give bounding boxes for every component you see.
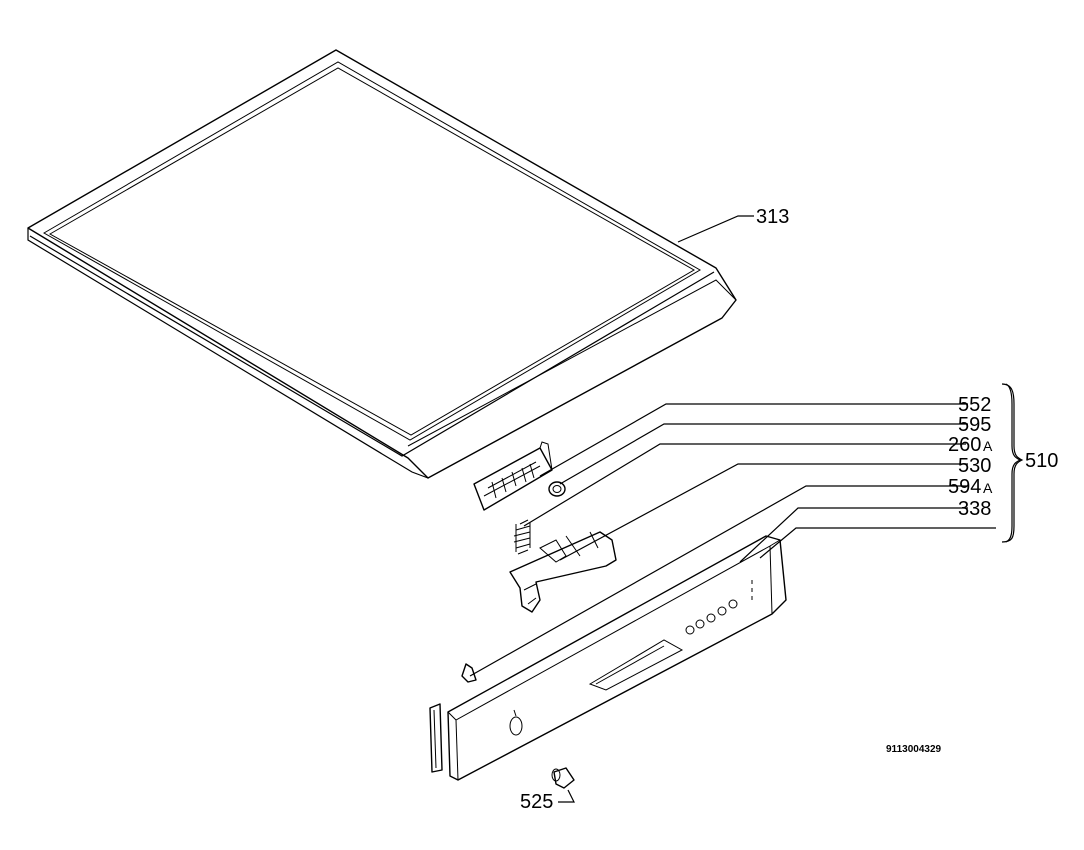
label-595: 595 [958,414,991,436]
drawing-number: 9113004329 [886,744,942,755]
connector-part-552 [473,441,553,511]
label-552: 552 [958,394,991,416]
control-panel-part-338 [447,535,787,781]
label-510: 510 [1025,450,1058,472]
label-260: 260 [948,434,981,456]
lid-part-313 [27,49,737,479]
label-594: 594 [948,476,981,498]
spring-part-260a [513,519,531,555]
bush-part-595 [548,481,566,497]
label-525: 525 [520,791,553,813]
label-530: 530 [958,455,991,477]
side-trim-strip [429,703,443,773]
label-338: 338 [958,498,991,520]
pin-part-594a [461,663,477,683]
label-313: 313 [756,206,789,228]
label-594-suffix: A [983,480,993,496]
knob-part-525 [551,767,575,789]
latch-part-530 [509,531,617,613]
leader-lines [469,215,1024,803]
label-260-suffix: A [983,438,993,454]
